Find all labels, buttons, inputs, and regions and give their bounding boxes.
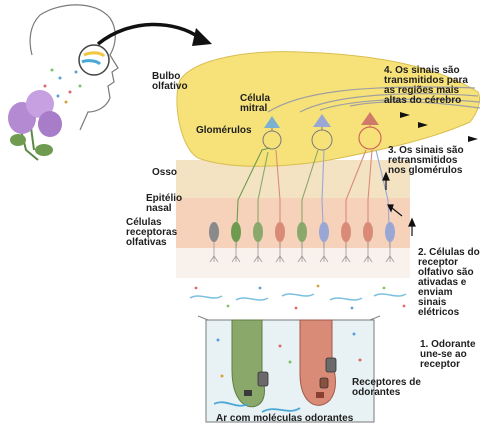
- zoom-arrow: [98, 24, 200, 44]
- label-osso: Osso: [152, 168, 177, 178]
- receptor-cells: [209, 222, 395, 242]
- receptor-inset: [206, 320, 374, 422]
- cilia-zone: [176, 248, 410, 278]
- bone-layer: [176, 160, 410, 198]
- lilac-flowers: [8, 90, 62, 160]
- airflow-dots: [195, 285, 406, 310]
- zoom-arrowhead: [192, 28, 212, 46]
- label-glomerulos: Glomérulos: [196, 126, 252, 136]
- inset-connector-left: [198, 316, 208, 320]
- inset-connector-right: [370, 316, 380, 320]
- label-ar-odorantes: Ar com moléculas odorantes: [216, 414, 353, 424]
- airflow: [190, 294, 406, 300]
- bulb-highlight: [84, 53, 104, 56]
- epithelium-layer: [176, 198, 410, 248]
- nasal-passage: [82, 61, 100, 64]
